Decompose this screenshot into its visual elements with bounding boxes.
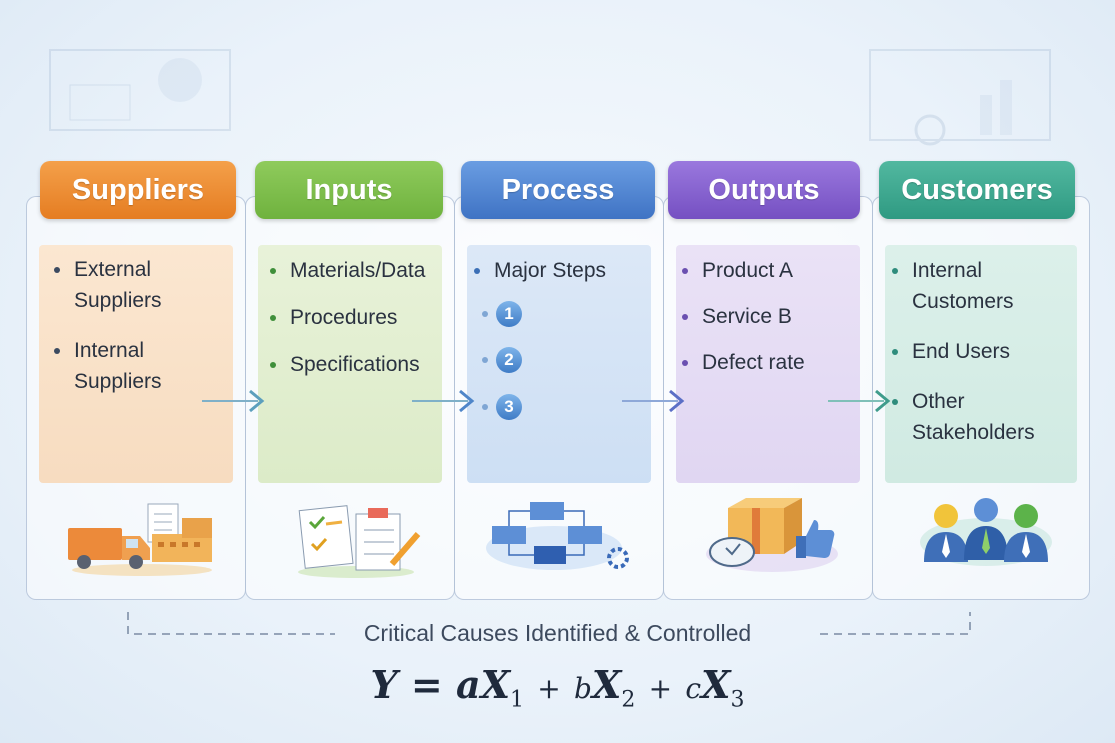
suppliers-list: External Suppliers Internal Suppliers bbox=[52, 254, 222, 416]
outputs-panel bbox=[676, 245, 860, 483]
inputs-list: Materials/Data Procedures Specifications bbox=[268, 255, 448, 399]
suppliers-panel bbox=[39, 245, 233, 483]
process-step-1: 1 bbox=[482, 301, 522, 327]
customers-list: Internal Customers End Users Other Stake… bbox=[890, 255, 1065, 467]
critical-causes-label: Critical Causes Identified & Controlled bbox=[363, 620, 752, 646]
formula-coef-a: a bbox=[455, 662, 481, 707]
list-item: End Users bbox=[890, 336, 1065, 367]
outputs-header: Outputs bbox=[668, 161, 860, 219]
formula-equals: = bbox=[410, 662, 443, 707]
formula-plus: + bbox=[537, 672, 561, 705]
customers-header: Customers bbox=[879, 161, 1075, 219]
list-item: Procedures bbox=[268, 302, 448, 333]
formula-x: X bbox=[701, 662, 731, 707]
flow-arrow-icon bbox=[202, 389, 265, 413]
list-item: Product A bbox=[680, 255, 860, 286]
checklist-icon bbox=[298, 505, 421, 578]
outputs-list: Product A Service B Defect rate bbox=[680, 255, 860, 397]
inputs-header: Inputs bbox=[255, 161, 443, 219]
list-item: Defect rate bbox=[680, 347, 860, 378]
list-item: Internal Customers bbox=[890, 255, 1065, 317]
process-header: Process bbox=[461, 161, 655, 219]
flow-arrow-icon bbox=[412, 389, 475, 413]
formula-plus: + bbox=[648, 672, 673, 705]
truck-icon bbox=[68, 503, 212, 576]
step-number: 3 bbox=[496, 394, 522, 420]
flowchart-icon bbox=[486, 502, 629, 570]
formula-y: Y bbox=[370, 662, 398, 707]
list-item: Service B bbox=[680, 301, 860, 332]
background-dashboard-art-right bbox=[869, 49, 1051, 146]
formula-x: X bbox=[591, 662, 622, 707]
bullet-dot bbox=[482, 311, 488, 317]
list-item: Other Stakeholders bbox=[890, 386, 1065, 448]
inputs-column bbox=[245, 196, 455, 600]
process-step-3: 3 bbox=[482, 394, 522, 420]
formula-coef-b: b bbox=[573, 672, 592, 705]
outputs-column bbox=[663, 196, 873, 600]
inputs-panel bbox=[258, 245, 442, 483]
background-dashboard-art-left bbox=[49, 49, 231, 131]
list-item: Major Steps bbox=[472, 255, 652, 286]
flow-arrow-icon bbox=[622, 389, 685, 413]
formula-sub: 2 bbox=[621, 687, 636, 713]
bullet-dot bbox=[482, 357, 488, 363]
step-number: 2 bbox=[496, 347, 522, 373]
formula-sub: 3 bbox=[730, 687, 745, 713]
process-list: Major Steps bbox=[472, 255, 652, 305]
bullet-dot bbox=[482, 404, 488, 410]
formula-coef-c: c bbox=[685, 672, 702, 705]
transfer-function-formula: Y = aX1 + bX2 + cX3 bbox=[0, 662, 1115, 713]
product-box-icon bbox=[706, 498, 838, 572]
list-item: Specifications bbox=[268, 349, 448, 380]
customers-column bbox=[872, 196, 1090, 600]
list-item: Internal Suppliers bbox=[52, 335, 222, 397]
flow-arrow-icon bbox=[828, 389, 891, 413]
customers-panel bbox=[885, 245, 1077, 483]
step-number: 1 bbox=[496, 301, 522, 327]
formula-x: X bbox=[480, 662, 511, 707]
list-item: External Suppliers bbox=[52, 254, 222, 316]
list-item: Materials/Data bbox=[268, 255, 448, 286]
process-step-2: 2 bbox=[482, 347, 522, 373]
formula-sub: 1 bbox=[510, 687, 525, 713]
suppliers-header: Suppliers bbox=[40, 161, 236, 219]
customers-group-icon bbox=[920, 498, 1052, 566]
